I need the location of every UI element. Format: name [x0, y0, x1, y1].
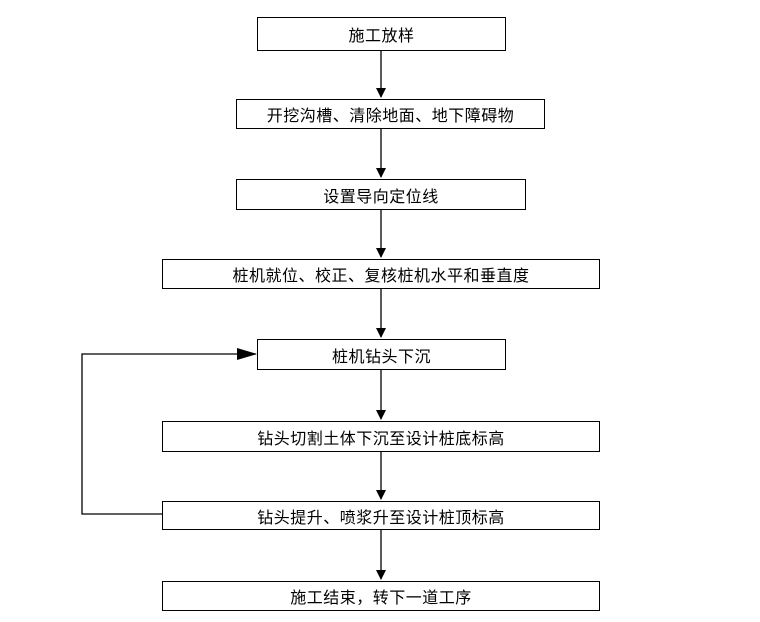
step-7-label: 钻头提升、喷浆升至设计桩顶标高	[257, 507, 505, 527]
step-7-box: 钻头提升、喷浆升至设计桩顶标高	[162, 501, 600, 530]
step-3-label: 设置导向定位线	[323, 186, 439, 206]
step-6-box: 钻头切割土体下沉至设计桩底标高	[162, 421, 600, 452]
step-4-box: 桩机就位、校正、复核桩机水平和垂直度	[162, 259, 600, 289]
step-8-label: 施工结束，转下一道工序	[290, 588, 472, 607]
loop-back-arrow	[81, 348, 257, 515]
step-2-label: 开挖沟槽、清除地面、地下障碍物	[266, 106, 515, 125]
step-2-box: 开挖沟槽、清除地面、地下障碍物	[236, 99, 545, 129]
step-3-box: 设置导向定位线	[236, 179, 526, 210]
step-4-label: 桩机就位、校正、复核桩机水平和垂直度	[232, 266, 530, 285]
step-5-box: 桩机钻头下沉	[257, 339, 506, 370]
step-5-label: 桩机钻头下沉	[331, 346, 431, 366]
step-6-label: 钻头切割土体下沉至设计桩底标高	[257, 428, 505, 448]
step-8-box: 施工结束，转下一道工序	[162, 581, 600, 611]
step-1-box: 施工放样	[257, 17, 506, 51]
step-1-label: 施工放样	[348, 26, 415, 45]
